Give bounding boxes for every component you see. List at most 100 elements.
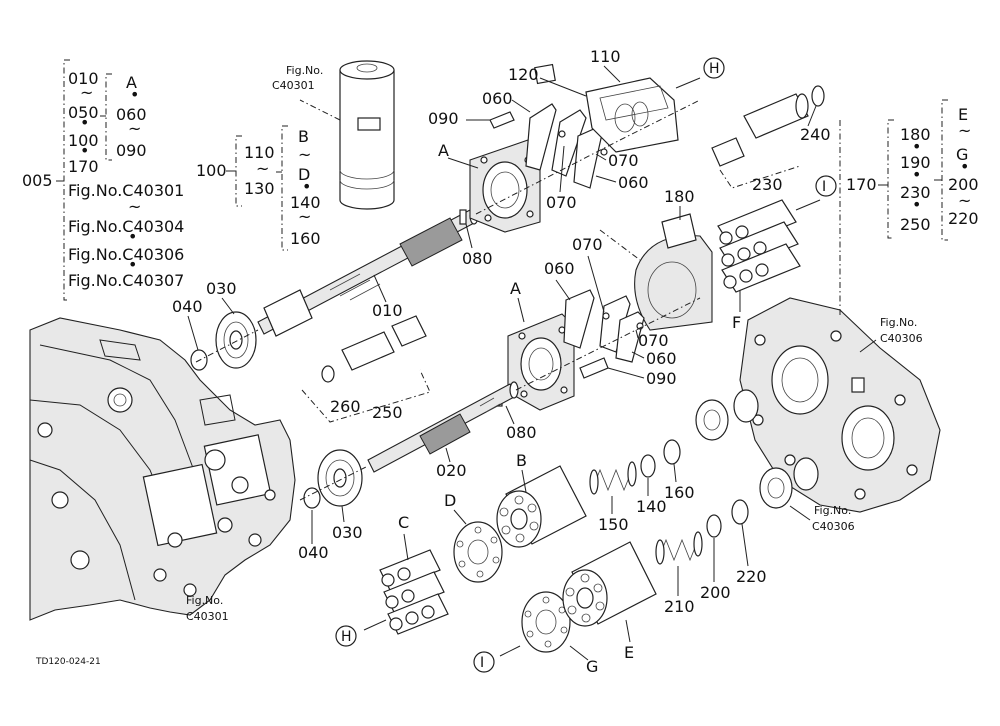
label-220: 220 <box>736 567 767 586</box>
label-C: C <box>398 513 409 532</box>
label-040: 040 <box>298 543 329 562</box>
label-B: B <box>516 451 527 470</box>
piston-bundle-C <box>379 549 449 635</box>
label-030: 030 <box>206 279 237 298</box>
index-entry: 220 <box>948 209 979 228</box>
label-060: 060 <box>544 259 575 278</box>
connector-H-bottom: H <box>335 625 357 647</box>
index-entry: ~ <box>298 145 311 164</box>
index-entry: G <box>956 145 968 164</box>
label-070: 070 <box>546 193 577 212</box>
index-entry: 200 <box>948 175 979 194</box>
label-210: 210 <box>664 597 695 616</box>
label-G: G <box>586 657 598 676</box>
label-110: 110 <box>590 47 621 66</box>
index-entry: Fig.No.C40304 <box>68 217 184 236</box>
index-entry: ~ <box>80 83 93 102</box>
connector-label: H <box>341 629 352 645</box>
label-040: 040 <box>172 297 203 316</box>
label-E: E <box>624 643 634 662</box>
plates-060-070-upper <box>489 103 608 189</box>
index-entry: 010 <box>68 69 99 88</box>
swash-180 <box>634 213 713 331</box>
index-entry: 100 <box>68 131 99 150</box>
index-entry: 160 <box>290 229 321 248</box>
index-entry: B <box>298 127 309 146</box>
index-entry: • <box>960 157 969 176</box>
connector-H-top: H <box>703 57 725 79</box>
label-070: 070 <box>638 331 669 350</box>
group-100-index: 100 110 ~ 130 B ~ D • 140 ~ 160 <box>196 125 321 251</box>
label-200: 200 <box>700 583 731 602</box>
connector-I-top: I <box>815 175 837 197</box>
label-250: 250 <box>372 403 403 422</box>
label-260: 260 <box>330 397 361 416</box>
fig-callout-right-lower: Fig.No. <box>814 504 851 517</box>
index-entry: Fig.No.C40306 <box>68 245 184 264</box>
label-060: 060 <box>646 349 677 368</box>
label-020: 020 <box>436 461 467 480</box>
index-entry: • <box>912 165 921 184</box>
spool-250 <box>301 315 431 423</box>
top-cylinder-part <box>299 60 395 210</box>
index-entry: ~ <box>958 121 971 140</box>
connector-label: H <box>709 61 720 77</box>
label-070: 070 <box>608 151 639 170</box>
fig-callout-bottom-left: C40301 <box>186 610 229 623</box>
label-080: 080 <box>462 249 493 268</box>
index-entry: Fig.No.C40301 <box>68 181 184 200</box>
label-A: A <box>510 279 521 298</box>
index-entry: 180 <box>900 125 931 144</box>
label-160: 160 <box>664 483 695 502</box>
index-entry: 110 <box>244 143 275 162</box>
index-entry: 050 <box>68 103 99 122</box>
bearing-030-upper <box>190 311 257 371</box>
index-entry: 190 <box>900 153 931 172</box>
label-A: A <box>438 141 449 160</box>
label-F: F <box>732 313 741 332</box>
pump-housing-right <box>739 297 941 513</box>
spool-230-240 <box>711 85 825 189</box>
connector-I-bottom: I <box>473 651 495 673</box>
piston-bundle-F <box>717 199 801 293</box>
fig-callout-bottom-left: Fig.No. <box>186 594 223 607</box>
group-005-code: 005 <box>22 171 53 190</box>
fig-callout-top: Fig.No. <box>286 64 323 77</box>
transmission-housing <box>29 317 296 621</box>
index-entry: • <box>80 113 89 132</box>
index-entry: • <box>80 141 89 160</box>
group-005-index: 005 010 ~ 050 • 100 • 170 A • 060 ~ 090 … <box>22 59 184 301</box>
index-entry: D <box>298 165 310 184</box>
index-entry: • <box>302 177 311 196</box>
index-entry: ~ <box>298 207 311 226</box>
drawing-code: TD120-024-21 <box>35 657 101 667</box>
label-D: D <box>444 491 456 510</box>
label-090: 090 <box>428 109 459 128</box>
label-240: 240 <box>800 125 831 144</box>
shaft-020 <box>367 381 519 473</box>
label-120: 120 <box>508 65 539 84</box>
index-entry: ~ <box>128 197 141 216</box>
spring-210 <box>655 499 749 565</box>
connector-label: I <box>480 655 484 671</box>
label-140: 140 <box>636 497 667 516</box>
index-entry: • <box>128 255 137 274</box>
index-entry: Fig.No.C40307 <box>68 271 184 290</box>
fig-callout-right-upper: Fig.No. <box>880 316 917 329</box>
connector-label: I <box>822 179 826 195</box>
group-170-index: 170 180 • 190 • 230 • 250 E ~ G • 200 ~ … <box>846 99 979 241</box>
index-entry: 250 <box>900 215 931 234</box>
cylinder-block-B <box>496 465 587 548</box>
label-010: 010 <box>372 301 403 320</box>
index-entry: • <box>128 227 137 246</box>
plates-060-070-lower <box>563 289 645 379</box>
index-entry: E <box>958 105 968 124</box>
label-070: 070 <box>572 235 603 254</box>
index-entry: 130 <box>244 179 275 198</box>
fig-callout-right-lower: C40306 <box>812 520 855 533</box>
index-entry: • <box>912 195 921 214</box>
index-entry: ~ <box>256 159 269 178</box>
group-100-code: 100 <box>196 161 227 180</box>
index-entry: 090 <box>116 141 147 160</box>
shaft-010 <box>257 207 479 337</box>
